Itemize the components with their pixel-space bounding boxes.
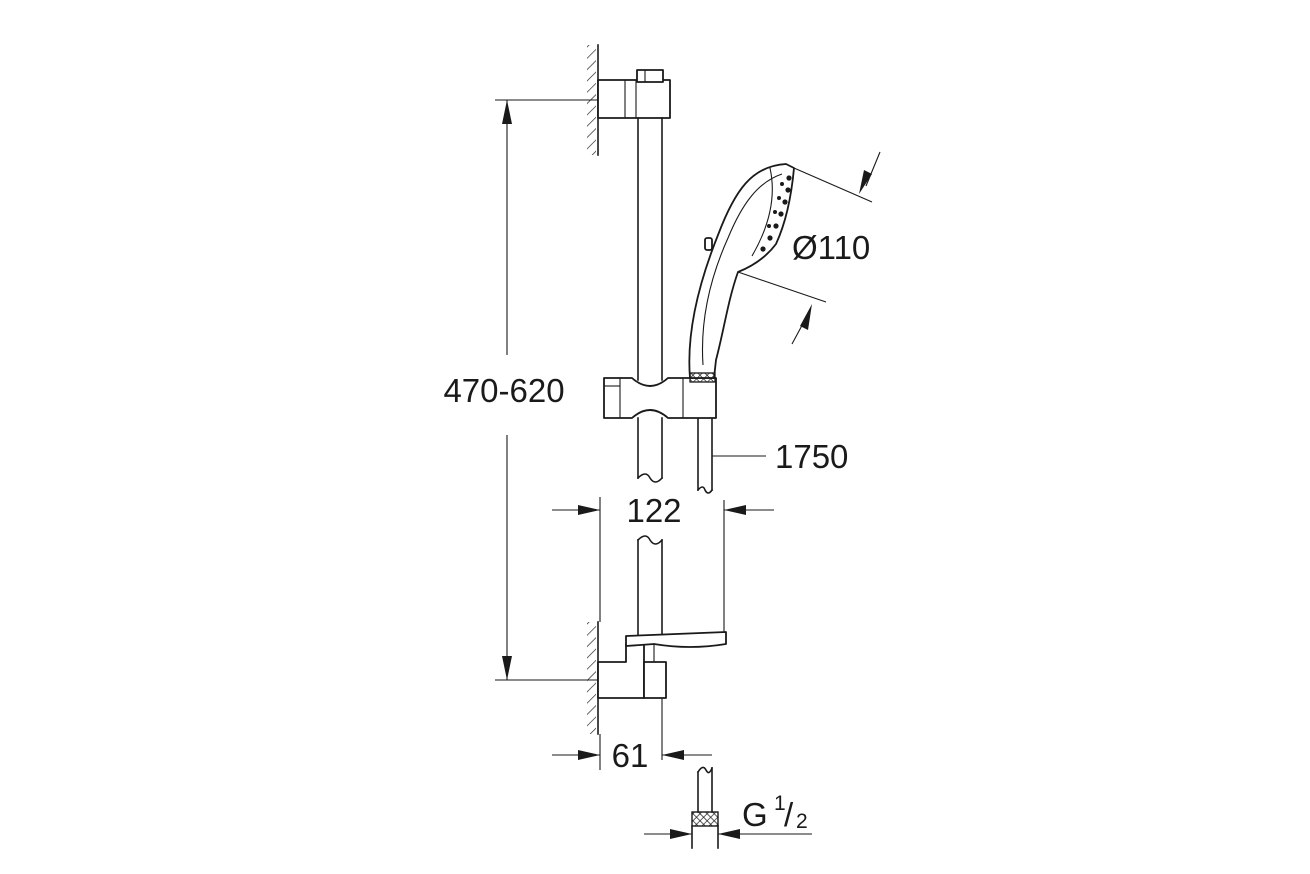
dimension-bracket-projection: 61	[552, 734, 712, 774]
wall-bottom	[587, 621, 599, 735]
slider-holder	[603, 377, 717, 419]
head-diameter-label: Ø110	[792, 229, 870, 266]
bottom-wall-bracket	[597, 631, 727, 760]
dimension-slider-projection: 122	[552, 492, 774, 632]
hose-inlet-connector	[691, 766, 719, 849]
hand-shower	[688, 163, 795, 383]
rail-height-label: 470-620	[443, 372, 564, 409]
thread-denominator: 2	[796, 810, 808, 833]
bracket-projection-label: 61	[612, 737, 649, 774]
thread-label: G	[742, 796, 768, 833]
thread-numerator: 1	[774, 792, 786, 815]
thread-separator: /	[784, 796, 794, 833]
slider-projection-label: 122	[626, 492, 681, 529]
top-wall-bracket	[597, 69, 671, 119]
dimension-rail-height: 470-620	[443, 99, 598, 681]
thread-prefix: G	[742, 796, 768, 833]
rail-upper	[636, 117, 664, 483]
hose-connector	[689, 372, 716, 383]
rail-lower	[636, 535, 664, 637]
hose-length-label: 1750	[775, 438, 848, 475]
dimension-hose-length: 1750	[712, 438, 848, 475]
spray-nozzles	[760, 175, 792, 252]
dimension-thread: G 1 / 2	[644, 792, 812, 839]
hose	[696, 417, 714, 494]
spray-switch	[704, 237, 713, 251]
dimension-head-diameter: Ø110	[737, 151, 881, 345]
